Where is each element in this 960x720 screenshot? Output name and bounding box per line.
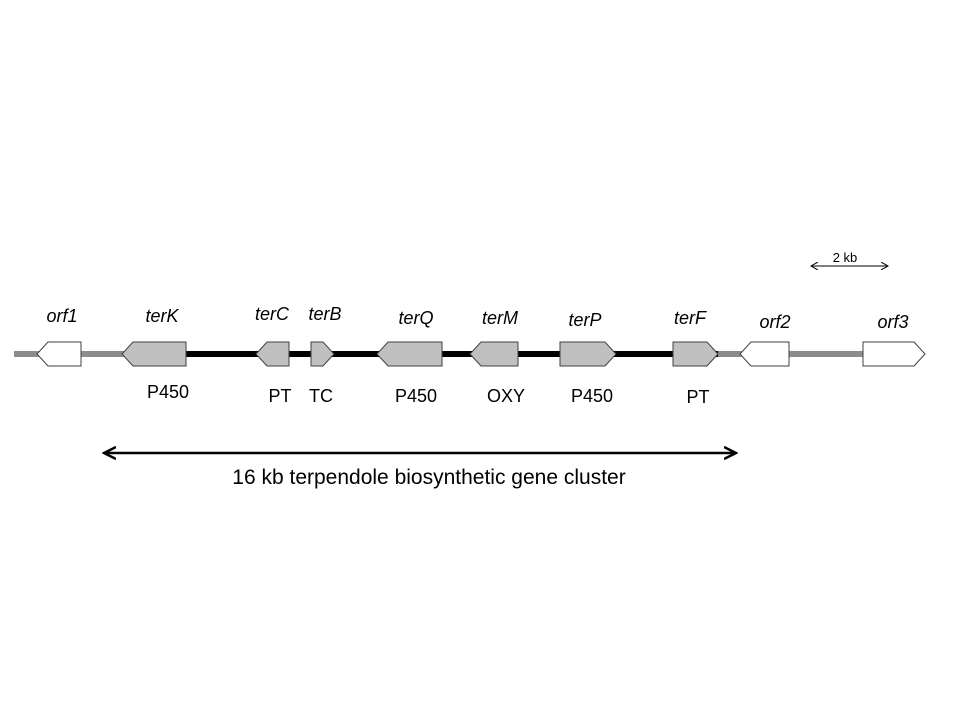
cluster-span: 16 kb terpendole biosynthetic gene clust… bbox=[104, 453, 736, 489]
gene-arrow-terQ bbox=[376, 341, 443, 367]
gene-arrow-terK bbox=[121, 341, 187, 367]
gene-name-terQ: terQ bbox=[398, 308, 433, 328]
gene-arrow-terF bbox=[672, 341, 719, 367]
gene-terF: terF PT bbox=[672, 308, 719, 407]
gene-name-orf3: orf3 bbox=[877, 312, 908, 332]
scale-bar-label: 2 kb bbox=[833, 250, 858, 265]
gene-name-terF: terF bbox=[674, 308, 707, 328]
gene-function-terC: PT bbox=[268, 386, 291, 406]
gene-terK: terK P450 bbox=[121, 306, 189, 402]
gene-orf3: orf3 bbox=[862, 312, 926, 367]
gene-name-orf2: orf2 bbox=[759, 312, 790, 332]
gene-terB: terB TC bbox=[308, 304, 341, 406]
gene-name-terP: terP bbox=[568, 310, 601, 330]
gene-arrow-terP bbox=[559, 341, 617, 367]
gene-orf1: orf1 bbox=[36, 306, 82, 367]
scale-bar: 2 kb bbox=[811, 250, 888, 266]
gene-function-terP: P450 bbox=[571, 386, 613, 406]
gene-terC: terC PT bbox=[255, 304, 292, 406]
gene-terP: terP P450 bbox=[559, 310, 617, 406]
gene-name-terK: terK bbox=[145, 306, 179, 326]
cluster-span-label: 16 kb terpendole biosynthetic gene clust… bbox=[232, 466, 625, 489]
gene-function-terM: OXY bbox=[487, 386, 525, 406]
gene-function-terK: P450 bbox=[147, 382, 189, 402]
gene-arrow-terM bbox=[469, 341, 519, 367]
gene-function-terF: PT bbox=[686, 387, 709, 407]
gene-arrow-orf2 bbox=[739, 341, 790, 367]
gene-terQ: terQ P450 bbox=[376, 308, 443, 406]
gene-terM: terM OXY bbox=[469, 308, 525, 406]
gene-name-terM: terM bbox=[482, 308, 518, 328]
gene-arrow-orf1 bbox=[36, 341, 82, 367]
gene-function-terQ: P450 bbox=[395, 386, 437, 406]
gene-function-terB: TC bbox=[309, 386, 333, 406]
gene-arrow-orf3 bbox=[862, 341, 926, 367]
gene-arrow-terB bbox=[310, 341, 335, 367]
gene-orf2: orf2 bbox=[739, 312, 791, 367]
gene-name-terB: terB bbox=[308, 304, 341, 324]
gene-name-terC: terC bbox=[255, 304, 290, 324]
gene-name-orf1: orf1 bbox=[46, 306, 77, 326]
gene-arrow-terC bbox=[255, 341, 290, 367]
